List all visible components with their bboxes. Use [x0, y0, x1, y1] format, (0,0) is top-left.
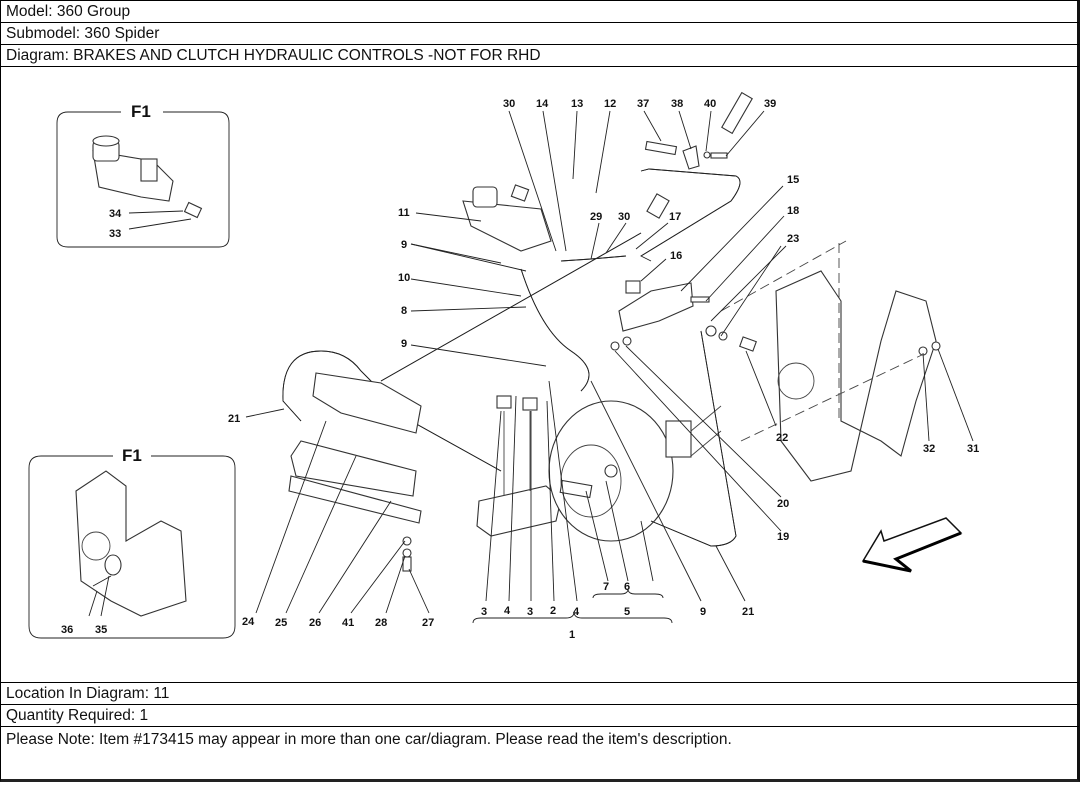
callout-20: 20 [777, 498, 789, 510]
callout-13: 13 [571, 98, 583, 110]
callout-41: 41 [342, 617, 354, 629]
callout-35: 35 [95, 624, 107, 636]
callout-34: 34 [109, 208, 122, 220]
callout-1: 1 [569, 629, 575, 641]
callout-30b: 30 [618, 211, 630, 223]
callout-21: 21 [228, 413, 240, 425]
callout-14: 14 [536, 98, 549, 110]
parts-diagram: F1 34 33 F1 36 [1, 67, 1079, 683]
callout-38: 38 [671, 98, 683, 110]
quantity-row: Quantity Required: 1 [1, 705, 1079, 727]
inset-top-title: F1 [131, 102, 151, 121]
callout-21b: 21 [742, 606, 754, 618]
location-row: Location In Diagram: 11 [1, 683, 1079, 705]
inset-bottom-title: F1 [122, 446, 142, 465]
callout-4b: 4 [573, 606, 580, 618]
callout-8: 8 [401, 305, 407, 317]
callout-40: 40 [704, 98, 716, 110]
main-assembly [282, 91, 963, 573]
callout-12: 12 [604, 98, 616, 110]
callout-22: 22 [776, 432, 788, 444]
callout-9c: 9 [700, 606, 706, 618]
callout-29: 29 [590, 211, 602, 223]
callout-33: 33 [109, 228, 121, 240]
callout-6: 6 [624, 581, 630, 593]
callout-32: 32 [923, 443, 935, 455]
callout-27: 27 [422, 617, 434, 629]
callout-3a: 3 [481, 606, 487, 618]
note-row: Please Note: Item #173415 may appear in … [6, 731, 732, 748]
callout-16: 16 [670, 250, 682, 262]
leader-lines [245, 110, 974, 624]
callout-28: 28 [375, 617, 387, 629]
model-row: Model: 360 Group [1, 1, 1079, 23]
callout-10: 10 [398, 272, 410, 284]
callout-3b: 3 [527, 606, 533, 618]
callout-19: 19 [777, 531, 789, 543]
callout-5: 5 [624, 606, 630, 618]
exploded-view-drawing: F1 34 33 F1 36 [28, 91, 979, 641]
callout-labels: 30 14 13 12 37 38 40 39 11 29 30 17 15 1… [228, 98, 979, 641]
callout-17: 17 [669, 211, 681, 223]
callout-9a: 9 [401, 239, 407, 251]
callout-7: 7 [603, 581, 609, 593]
submodel-row: Submodel: 360 Spider [1, 23, 1079, 45]
callout-24: 24 [242, 616, 255, 628]
callout-36: 36 [61, 624, 73, 636]
callout-23: 23 [787, 233, 799, 245]
callout-4a: 4 [504, 605, 511, 617]
diagram-title-row: Diagram: BRAKES AND CLUTCH HYDRAULIC CON… [1, 45, 1079, 67]
callout-2: 2 [550, 605, 556, 617]
callout-11: 11 [398, 207, 410, 219]
callout-9b: 9 [401, 338, 407, 350]
callout-18: 18 [787, 205, 799, 217]
callout-15: 15 [787, 174, 799, 186]
callout-25: 25 [275, 617, 287, 629]
callout-37: 37 [637, 98, 649, 110]
inset-pedal-box: F1 36 35 [28, 446, 236, 639]
callout-31: 31 [967, 443, 979, 455]
inset-reservoir: F1 34 33 [56, 102, 230, 248]
callout-26: 26 [309, 617, 321, 629]
callout-30: 30 [503, 98, 515, 110]
callout-39: 39 [764, 98, 776, 110]
